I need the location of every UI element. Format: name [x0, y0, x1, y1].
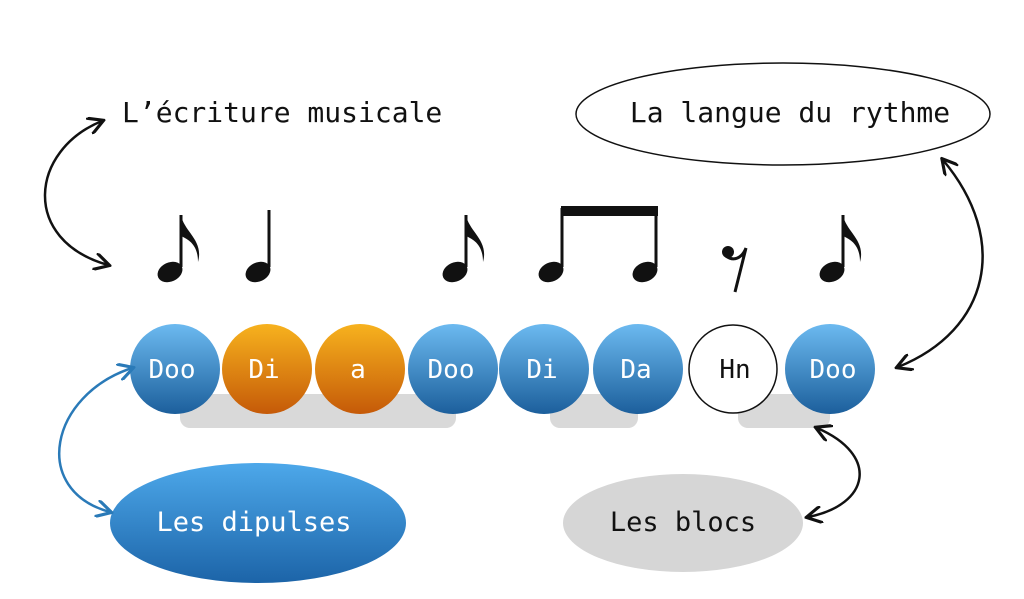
quarter-note-icon — [245, 210, 271, 283]
eighth-note-icon — [819, 215, 862, 283]
svg-text:a: a — [350, 355, 366, 385]
rhythm-language-label: La langue du rythme — [630, 96, 950, 129]
dipulses-label: Les dipulses — [156, 507, 351, 538]
svg-text:Di: Di — [526, 355, 557, 385]
syllable-circle: Hn — [688, 324, 778, 414]
rhythm-language-arrow — [898, 160, 984, 367]
eighth-note-icon — [442, 215, 485, 283]
svg-text:Doo: Doo — [810, 355, 857, 385]
notation-label: L’écriture musicale — [122, 96, 442, 129]
syllable-circle: Di — [222, 324, 312, 414]
blocks-ellipse — [563, 474, 803, 572]
rhythm-language-ellipse — [575, 62, 991, 166]
blocks-arrow — [808, 428, 861, 517]
svg-text:Doo: Doo — [428, 355, 475, 385]
svg-text:Da: Da — [620, 355, 651, 385]
svg-text:Hn: Hn — [719, 355, 750, 385]
syllable-circle: Doo — [130, 324, 220, 414]
blocks-label: Les blocs — [610, 507, 756, 538]
notation-arrow — [43, 121, 108, 265]
syllable-circle: Di — [499, 324, 589, 414]
beamed-eighth-notes-icon — [538, 206, 658, 283]
dipulses-ellipse — [110, 463, 406, 583]
eighth-note-icon — [157, 215, 200, 283]
syllable-circle: Doo — [785, 324, 875, 414]
block-bar — [180, 394, 456, 428]
syllable-circle: Da — [593, 324, 683, 414]
svg-text:Doo: Doo — [149, 355, 196, 385]
syllable-circle: a — [315, 324, 405, 414]
syllable-circle: Doo — [408, 324, 498, 414]
eighth-rest-icon — [722, 246, 748, 293]
dipulses-arrow — [58, 368, 132, 512]
svg-text:Di: Di — [248, 355, 279, 385]
